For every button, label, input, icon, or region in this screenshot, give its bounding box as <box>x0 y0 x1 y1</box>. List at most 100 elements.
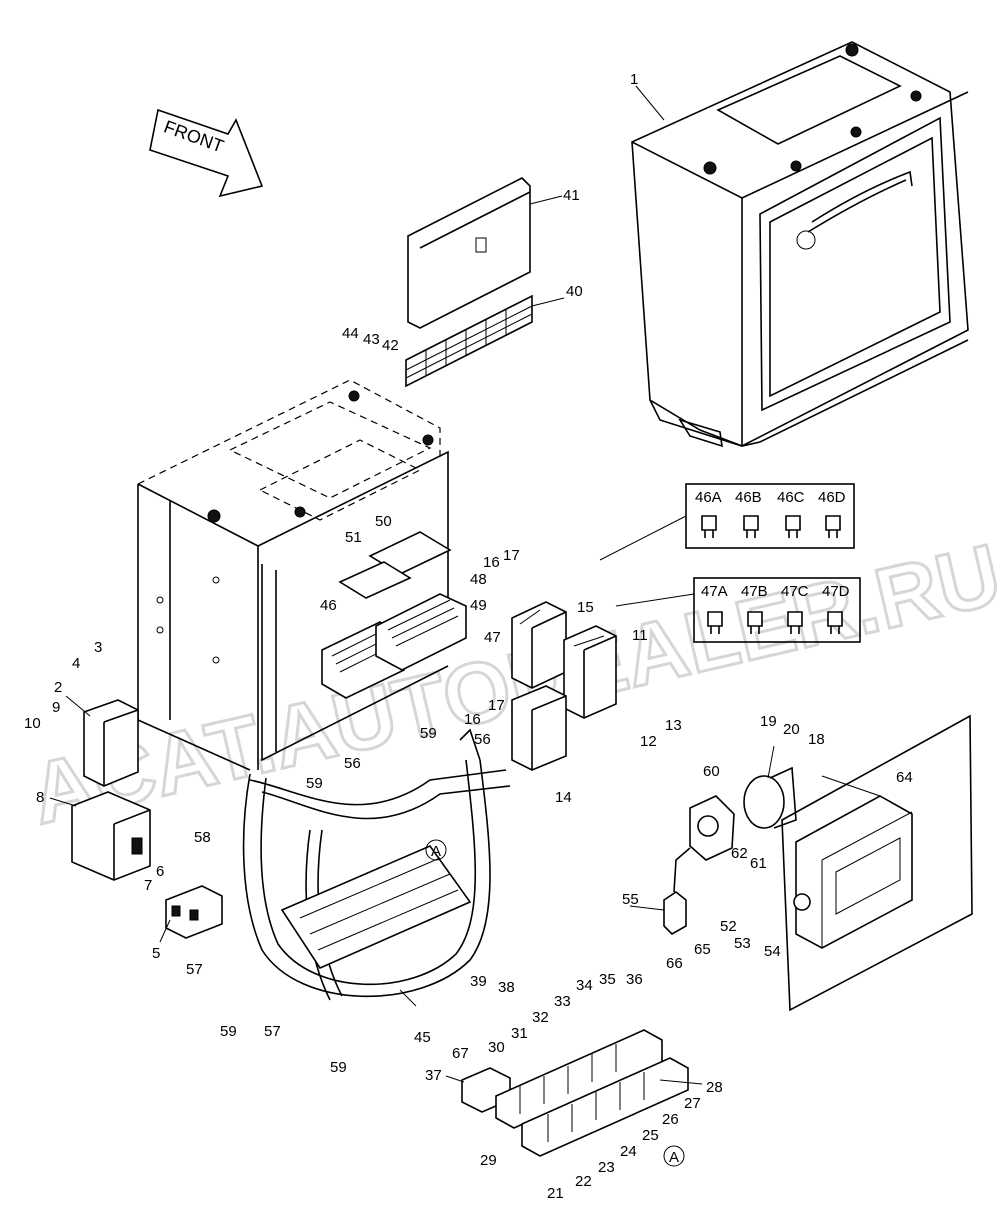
callout: 22 <box>575 1173 592 1190</box>
label-plate-40 <box>405 294 533 388</box>
callout: 19 <box>760 713 777 730</box>
sensor-60 <box>689 795 735 861</box>
connector-55 <box>663 847 691 935</box>
relay-14 <box>511 685 567 771</box>
callout: 32 <box>532 1009 549 1026</box>
relay-2 <box>83 699 139 787</box>
callout: 15 <box>577 599 594 616</box>
callout: 37 <box>425 1067 442 1084</box>
fuse-47c-label: 47C <box>781 583 809 600</box>
leader-lines <box>49 85 881 1085</box>
front-arrow-icon: FRONT <box>149 108 264 198</box>
callout: 66 <box>666 955 683 972</box>
callout: 7 <box>144 877 152 894</box>
callout: 59 <box>220 1023 237 1040</box>
callout: 31 <box>511 1025 528 1042</box>
callout: 58 <box>194 829 211 846</box>
callout: 24 <box>620 1143 637 1160</box>
callout: 4 <box>72 655 80 672</box>
callout: 54 <box>764 943 781 960</box>
callout-labels: 1 2 3 4 5 6 7 8 9 10 11 12 13 14 15 16 1… <box>24 71 913 1202</box>
callout: 45 <box>414 1029 431 1046</box>
reference-mark-a-top-label: A <box>431 843 441 860</box>
callout: 1 <box>630 71 638 88</box>
callout: 6 <box>156 863 164 880</box>
callout: 39 <box>470 973 487 990</box>
callout: 46 <box>320 597 337 614</box>
callout: 57 <box>186 961 203 978</box>
control-unit-41 <box>407 177 531 329</box>
cover-box <box>631 41 969 448</box>
callout: 59 <box>306 775 323 792</box>
labels-50-51 <box>338 531 452 599</box>
callout: 16 <box>483 554 500 571</box>
callout: 21 <box>547 1185 564 1202</box>
callout: 65 <box>694 941 711 958</box>
callout: 5 <box>152 945 160 962</box>
callout: 61 <box>750 855 767 872</box>
callout: 40 <box>566 283 583 300</box>
callout: 59 <box>330 1059 347 1076</box>
callout: 27 <box>684 1095 701 1112</box>
callout: 10 <box>24 715 41 732</box>
callout: 18 <box>808 731 825 748</box>
fuse-47a-label: 47A <box>701 583 728 600</box>
callout: 56 <box>344 755 361 772</box>
callout: 51 <box>345 529 362 546</box>
callout: 9 <box>52 699 60 716</box>
callout: 3 <box>94 639 102 656</box>
callout: 30 <box>488 1039 505 1056</box>
callout: 33 <box>554 993 571 1010</box>
callout: 50 <box>375 513 392 530</box>
gauge-18 <box>743 766 797 829</box>
callout: 28 <box>706 1079 723 1096</box>
callout: 26 <box>662 1111 679 1128</box>
callout: 36 <box>626 971 643 988</box>
callout: 13 <box>665 717 682 734</box>
controller-8 <box>71 791 151 881</box>
reference-mark-a-bottom-label: A <box>669 1149 679 1166</box>
callout: 55 <box>622 891 639 908</box>
fuse-47b-label: 47B <box>741 583 768 600</box>
callout: 49 <box>470 597 487 614</box>
callout: 62 <box>731 845 748 862</box>
callout: 52 <box>720 918 737 935</box>
relay-11 <box>563 625 617 719</box>
callout: 43 <box>363 331 380 348</box>
callout: 14 <box>555 789 572 806</box>
fuse-46a-label: 46A <box>695 489 722 506</box>
callout: 47 <box>484 629 501 646</box>
callout: 16 <box>464 711 481 728</box>
callout: 67 <box>452 1045 469 1062</box>
callout: 2 <box>54 679 62 696</box>
callout: 57 <box>264 1023 281 1040</box>
callout: 42 <box>382 337 399 354</box>
fuse-block-47 <box>375 593 467 671</box>
callout: 12 <box>640 733 657 750</box>
fuse-legend-46: 46A 46B 46C 46D <box>599 483 855 561</box>
relay-15 <box>511 601 567 689</box>
callout: 11 <box>632 627 648 644</box>
relay-5 <box>165 885 223 939</box>
callout: 60 <box>703 763 720 780</box>
callout: 48 <box>470 571 487 588</box>
callout: 56 <box>474 731 491 748</box>
callout: 59 <box>420 725 437 742</box>
callout: 44 <box>342 325 359 342</box>
fuse-legend-47: 47A 47B 47C 47D <box>615 577 861 643</box>
callout: 64 <box>896 769 913 786</box>
fuse-47d-label: 47D <box>822 583 850 600</box>
callout: 41 <box>563 187 580 204</box>
callout: 23 <box>598 1159 615 1176</box>
callout: 20 <box>783 721 800 738</box>
callout: 38 <box>498 979 515 996</box>
fuse-46b-label: 46B <box>735 489 762 506</box>
callout: 8 <box>36 789 44 806</box>
reference-mark-a-top: A <box>425 839 447 861</box>
callout: 17 <box>503 547 520 564</box>
callout: 17 <box>488 697 505 714</box>
fuse-46d-label: 46D <box>818 489 846 506</box>
relay-cluster-a <box>280 845 472 970</box>
wire-harness <box>242 728 511 1001</box>
